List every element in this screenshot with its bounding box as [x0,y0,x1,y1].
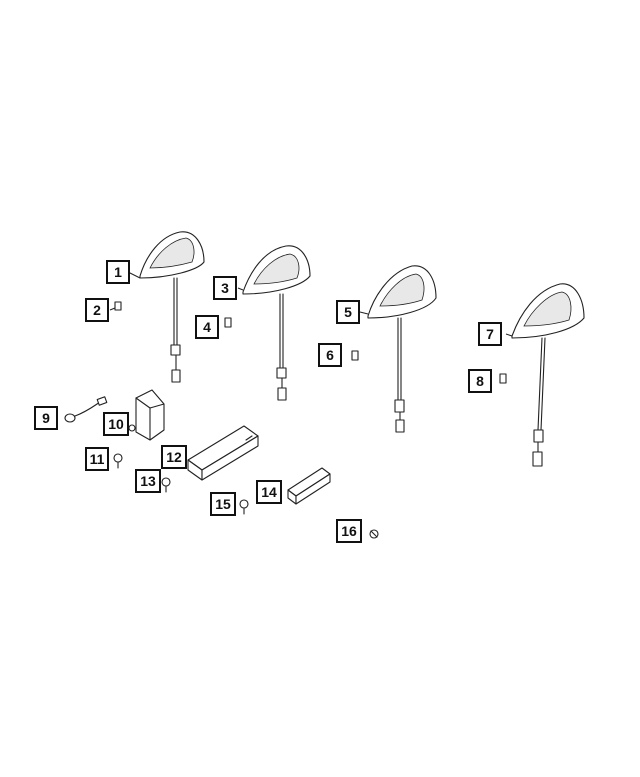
shark-fin-antenna-1 [127,231,205,383]
callout-16: 16 [336,519,362,543]
connector-module-14 [287,467,331,505]
callout-14: 14 [256,480,282,504]
screw-15 [239,499,249,515]
callout-13: 13 [135,469,161,493]
callout-5: 5 [336,300,360,324]
screw-8 [499,373,507,384]
antenna-module-12 [187,425,259,481]
callout-6: 6 [318,343,342,367]
screw-2 [109,301,122,311]
shark-fin-antenna-7 [505,283,585,467]
callout-11: 11 [85,447,109,471]
screw-4 [224,317,232,328]
callout-7: 7 [478,322,502,346]
callout-12: 12 [161,445,187,469]
clip-16 [369,529,379,539]
callout-3: 3 [213,276,237,300]
module-bracket-10 [128,389,165,441]
callout-2: 2 [85,298,109,322]
screw-11 [113,453,123,469]
callout-15: 15 [210,492,236,516]
callout-1: 1 [106,260,130,284]
shark-fin-antenna-5 [359,265,437,433]
callout-9: 9 [34,406,58,430]
callout-10: 10 [103,412,129,436]
screw-13 [161,477,171,493]
shark-fin-antenna-3 [237,245,311,401]
cable-9 [64,396,108,423]
callout-4: 4 [195,315,219,339]
screw-6 [351,350,359,361]
callout-8: 8 [468,369,492,393]
